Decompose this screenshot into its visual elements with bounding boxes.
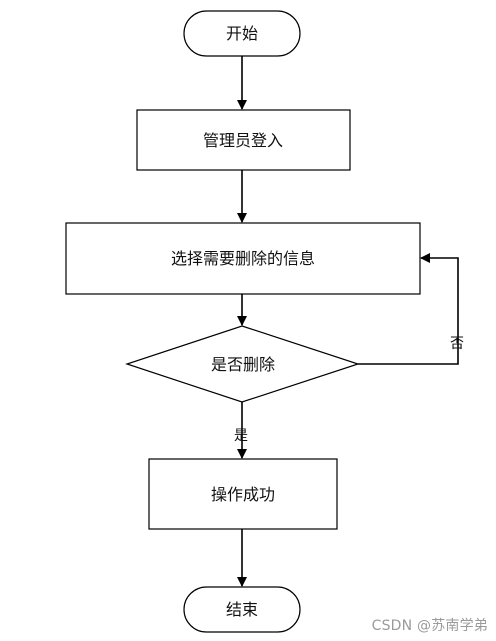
no-label: 否 (450, 336, 464, 352)
success-node (148, 458, 338, 530)
admin-login-label: 管理员登入 (203, 131, 283, 150)
admin-login-node (136, 109, 351, 171)
select-info-node (65, 222, 421, 295)
end-node (183, 586, 301, 633)
yes-label: 是 (234, 428, 248, 444)
arrow-no-loop (358, 253, 459, 365)
success-label: 操作成功 (211, 485, 275, 504)
end-node-label: 结束 (226, 600, 258, 619)
select-info-label: 选择需要删除的信息 (171, 249, 315, 268)
start-node-label: 开始 (226, 24, 258, 43)
decision-label: 是否删除 (211, 355, 275, 374)
watermark: CSDN @苏南学弟 (371, 618, 488, 634)
